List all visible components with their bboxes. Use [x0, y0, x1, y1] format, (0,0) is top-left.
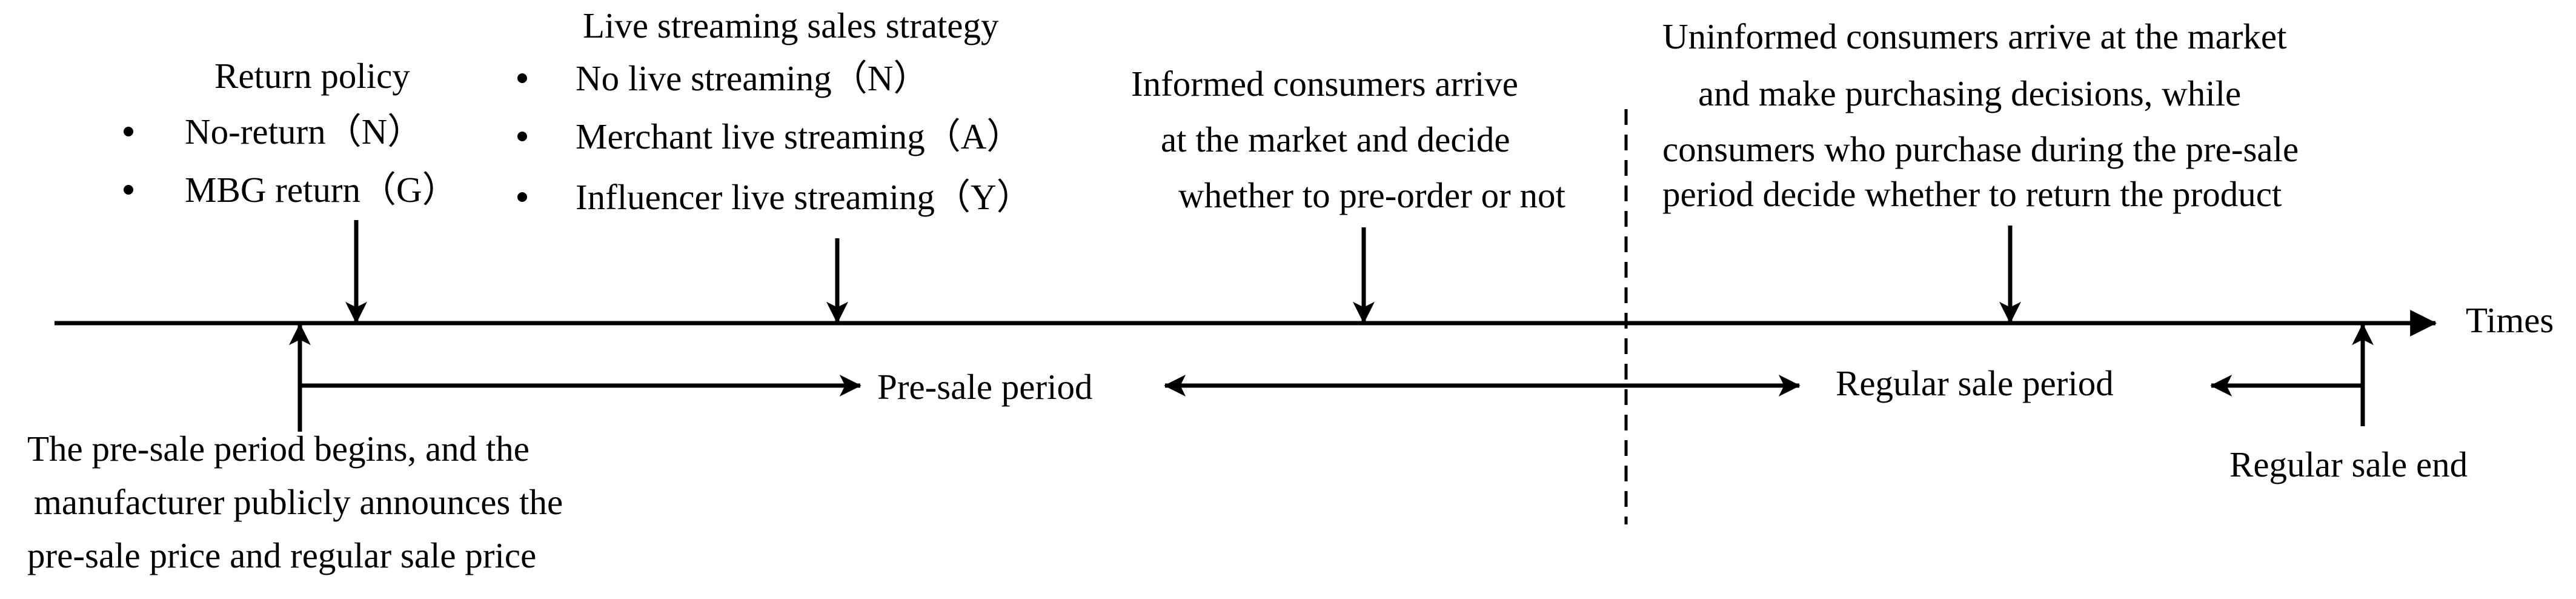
presale-begins-line-1: The pre-sale period begins, and the [27, 429, 529, 469]
return-policy-item-no-return: No-return（N） [185, 112, 423, 152]
uninformed-consumers-line-2: and make purchasing decisions, while [1698, 73, 2241, 113]
live-streaming-title: Live streaming sales strategy [583, 5, 999, 45]
presale-period-label: Pre-sale period [877, 367, 1093, 407]
return-policy-title: Return policy [214, 56, 410, 96]
bullet [517, 192, 527, 202]
informed-consumers-line-3: whether to pre-order or not [1178, 175, 1566, 215]
informed-consumers-line-2: at the market and decide [1161, 119, 1510, 159]
bullet [124, 185, 133, 195]
return-policy-item-mbg: MBG return（G） [185, 170, 458, 210]
presale-begins-line-2: manufacturer publicly announces the [34, 482, 563, 522]
axis-label-times: Times [2466, 300, 2554, 340]
live-streaming-item-none: No live streaming（N） [576, 58, 929, 98]
regular-end-label: Regular sale end [2229, 444, 2468, 484]
live-streaming-item-influencer: Influencer live streaming（Y） [576, 177, 1032, 217]
uninformed-consumers-line-1: Uninformed consumers arrive at the marke… [1662, 16, 2287, 56]
informed-consumers-line-1: Informed consumers arrive [1131, 64, 1518, 104]
bullet [517, 73, 527, 83]
presale-begins-line-3: pre-sale price and regular sale price [27, 535, 536, 575]
bullet [124, 127, 133, 136]
live-streaming-item-merchant: Merchant live streaming（A） [576, 116, 1022, 156]
uninformed-consumers-line-4: period decide whether to return the prod… [1662, 174, 2282, 214]
regular-period-label: Regular sale period [1836, 363, 2114, 403]
bullet [517, 132, 527, 141]
uninformed-consumers-line-3: consumers who purchase during the pre-sa… [1662, 129, 2299, 169]
